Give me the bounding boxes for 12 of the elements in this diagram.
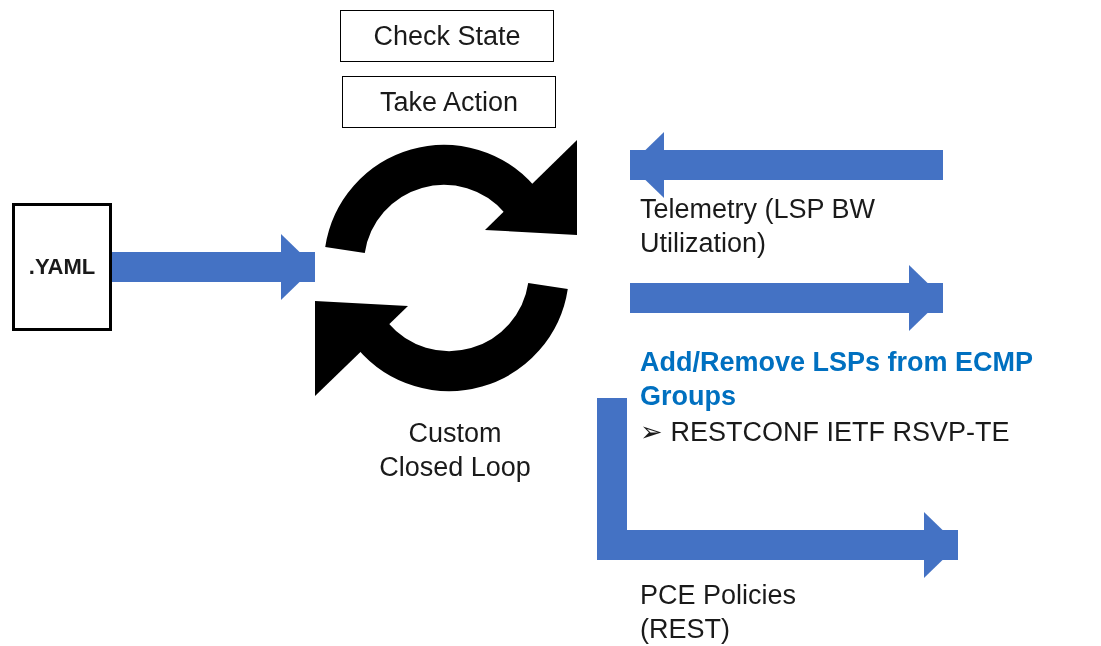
arrow: [630, 265, 943, 331]
process-box: Check State: [340, 10, 554, 62]
document-box: .YAML: [12, 203, 112, 331]
arrow: [597, 398, 958, 578]
edge-label: Telemetry (LSP BW Utilization): [640, 193, 877, 260]
bullet-item: ➢ RESTCONF IETF RSVP-TE: [640, 416, 1011, 449]
edge-label: PCE Policies (REST): [640, 579, 798, 646]
arrow: [630, 132, 943, 198]
arrow: [112, 234, 315, 300]
process-box: Take Action: [342, 76, 556, 128]
node-label: Custom Closed Loop: [378, 417, 532, 484]
edge-label: Add/Remove LSPs from ECMP Groups: [640, 346, 1034, 413]
